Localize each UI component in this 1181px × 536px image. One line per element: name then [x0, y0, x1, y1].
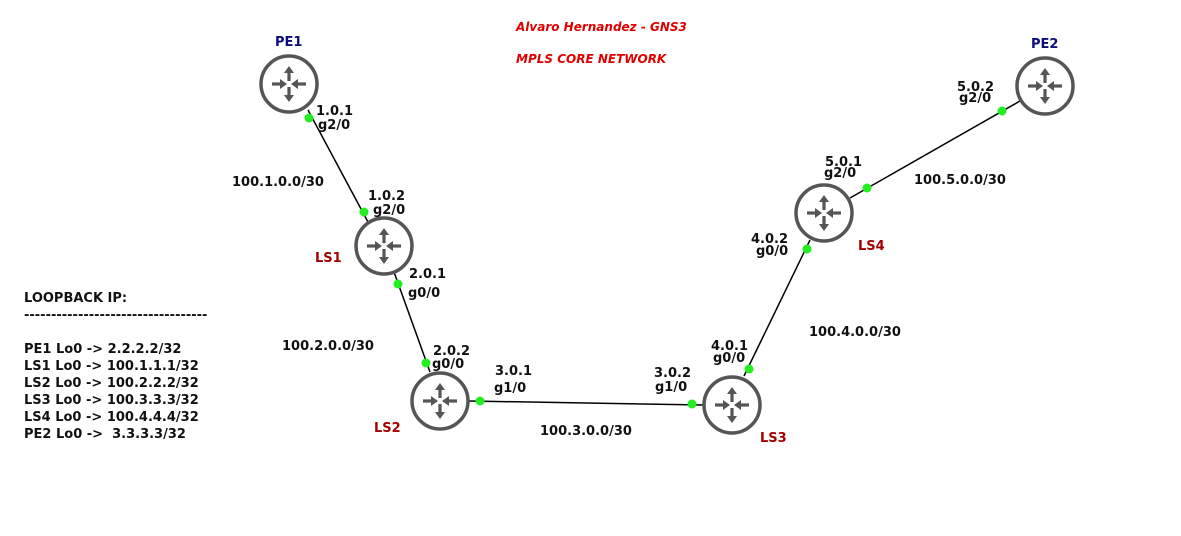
- router-ls3-icon[interactable]: [702, 375, 762, 435]
- iface-ls2-link2: g0/0: [432, 357, 465, 372]
- author-title: Alvaro Hernandez - GNS3: [516, 20, 687, 34]
- loopback-entry-ls3: LS3 Lo0 -> 100.3.3.3/32: [24, 393, 199, 408]
- port-dot-ls4-g00: [802, 244, 812, 254]
- port-dot-pe1-g20: [304, 113, 314, 123]
- subnet-link3: 100.3.0.0/30: [540, 424, 632, 439]
- ip-pe1-link1: 1.0.1: [316, 104, 354, 119]
- link-pe1-ls1: [307, 109, 369, 223]
- subnet-link5: 100.5.0.0/30: [914, 173, 1006, 188]
- loopback-separator: ----------------------------------: [24, 308, 208, 323]
- loopback-spacer: [24, 324, 207, 341]
- link-ls2-ls3: [467, 400, 704, 406]
- iface-ls4-link4: g0/0: [756, 244, 789, 259]
- router-ls1-icon[interactable]: [354, 216, 414, 276]
- loopback-heading: LOOPBACK IP:: [24, 291, 128, 306]
- router-label-pe2: PE2: [1031, 37, 1059, 52]
- ip-ls3-link4: 4.0.1: [711, 339, 749, 354]
- loopback-entry-pe2: PE2 Lo0 -> 3.3.3.3/32: [24, 427, 186, 442]
- link-ls1-ls2: [393, 271, 431, 373]
- ip-ls3-link3: 3.0.2: [654, 366, 692, 381]
- port-dot-ls1-g20: [359, 207, 369, 217]
- loopback-legend: LOOPBACK IP: ---------------------------…: [24, 290, 207, 443]
- ip-ls2-link3: 3.0.1: [495, 364, 533, 379]
- iface-ls1-link1: g2/0: [373, 203, 406, 218]
- router-label-ls1: LS1: [315, 251, 342, 266]
- port-dot-ls1-g00: [393, 279, 403, 289]
- link-ls3-ls4: [743, 239, 811, 377]
- port-dot-ls2-g10: [475, 396, 485, 406]
- port-dot-ls3-g10: [687, 399, 697, 409]
- router-ls2-icon[interactable]: [410, 371, 470, 431]
- link-ls4-pe2: [849, 100, 1021, 199]
- loopback-entry-ls4: LS4 Lo0 -> 100.4.4.4/32: [24, 410, 199, 425]
- ip-ls1-link2: 2.0.1: [409, 267, 447, 282]
- loopback-entry-ls1: LS1 Lo0 -> 100.1.1.1/32: [24, 359, 199, 374]
- subnet-link2: 100.2.0.0/30: [282, 339, 374, 354]
- port-dot-pe2-g20: [997, 106, 1007, 116]
- loopback-entry-ls2: LS2 Lo0 -> 100.2.2.2/32: [24, 376, 199, 391]
- iface-ls1-link2: g0/0: [408, 286, 441, 301]
- iface-pe1-link1: g2/0: [318, 118, 351, 133]
- ip-ls2-link2: 2.0.2: [433, 344, 471, 359]
- router-ls4-icon[interactable]: [794, 183, 854, 243]
- loopback-entry-pe1: PE1 Lo0 -> 2.2.2.2/32: [24, 342, 182, 357]
- port-dot-ls3-g00: [744, 364, 754, 374]
- network-title: MPLS CORE NETWORK: [516, 52, 667, 66]
- router-pe1-icon[interactable]: [259, 54, 319, 114]
- router-label-ls4: LS4: [858, 239, 885, 254]
- router-pe2-icon[interactable]: [1015, 56, 1075, 116]
- iface-ls2-link3: g1/0: [494, 381, 527, 396]
- iface-ls3-link3: g1/0: [655, 380, 688, 395]
- port-dot-ls4-g20: [862, 183, 872, 193]
- ip-ls4-link5: 5.0.1: [825, 155, 863, 170]
- ip-pe2-link5: 5.0.2: [957, 80, 995, 95]
- iface-ls4-link5: g2/0: [824, 166, 857, 181]
- iface-pe2-link5: g2/0: [959, 91, 992, 106]
- subnet-link1: 100.1.0.0/30: [232, 175, 324, 190]
- ip-ls1-link1: 1.0.2: [368, 189, 406, 204]
- subnet-link4: 100.4.0.0/30: [809, 325, 901, 340]
- ip-ls4-link4: 4.0.2: [751, 232, 789, 247]
- iface-ls3-link4: g0/0: [713, 351, 746, 366]
- router-label-ls2: LS2: [374, 421, 401, 436]
- port-dot-ls2-g00: [421, 358, 431, 368]
- router-label-pe1: PE1: [275, 35, 303, 50]
- router-label-ls3: LS3: [760, 431, 787, 446]
